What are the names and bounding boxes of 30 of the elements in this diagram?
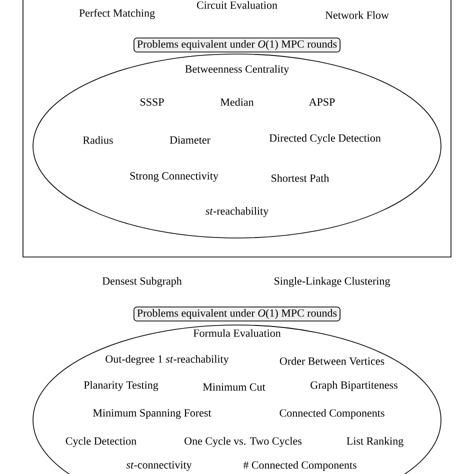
problem-name: # Connected Components: [243, 461, 356, 471]
problem-name: Densest Subgraph: [102, 277, 182, 287]
problem-name: st-reachability: [206, 207, 269, 217]
header-box: Problems equivalent under O(1) MPC rounds: [134, 306, 340, 322]
problem-name: List Ranking: [346, 437, 404, 447]
problem-name: Formula Evaluation: [193, 329, 281, 337]
problem-name: Single-Linkage Clustering: [274, 277, 390, 287]
problem-name: One Cycle vs. Two Cycles: [184, 437, 302, 447]
problem-name: Out-degree 1 st-reachability: [106, 355, 229, 365]
problem-name: Planarity Testing: [84, 381, 158, 391]
problem-name: Betweenness Centrality: [185, 65, 290, 75]
problem-name: Strong Connectivity: [130, 172, 218, 182]
problem-name: Directed Cycle Detection: [269, 134, 381, 144]
problem-name: SSSP: [140, 98, 164, 106]
problem-name: Radius: [83, 136, 113, 144]
problem-name: Circuit Evaluation: [196, 1, 278, 9]
problem-name: Median: [220, 98, 254, 106]
problem-name: Minimum Cut: [203, 383, 266, 391]
problem-name: Minimum Spanning Forest: [93, 409, 212, 419]
problem-name: Diameter: [170, 136, 210, 144]
problem-name: Perfect Matching: [79, 8, 155, 20]
problem-name: Network Flow: [325, 11, 389, 19]
problem-name: Order Between Vertices: [280, 357, 384, 365]
problem-name: APSP: [308, 98, 335, 106]
problem-name: Graph Bipartiteness: [310, 381, 398, 391]
problem-name: st-connectivity: [126, 461, 192, 471]
problem-name: Shortest Path: [272, 174, 330, 182]
problem-name: Connected Components: [280, 409, 384, 419]
header-box: Problems equivalent under O(1) MPC rounds: [134, 38, 340, 52]
problem-name: Cycle Detection: [66, 437, 136, 447]
